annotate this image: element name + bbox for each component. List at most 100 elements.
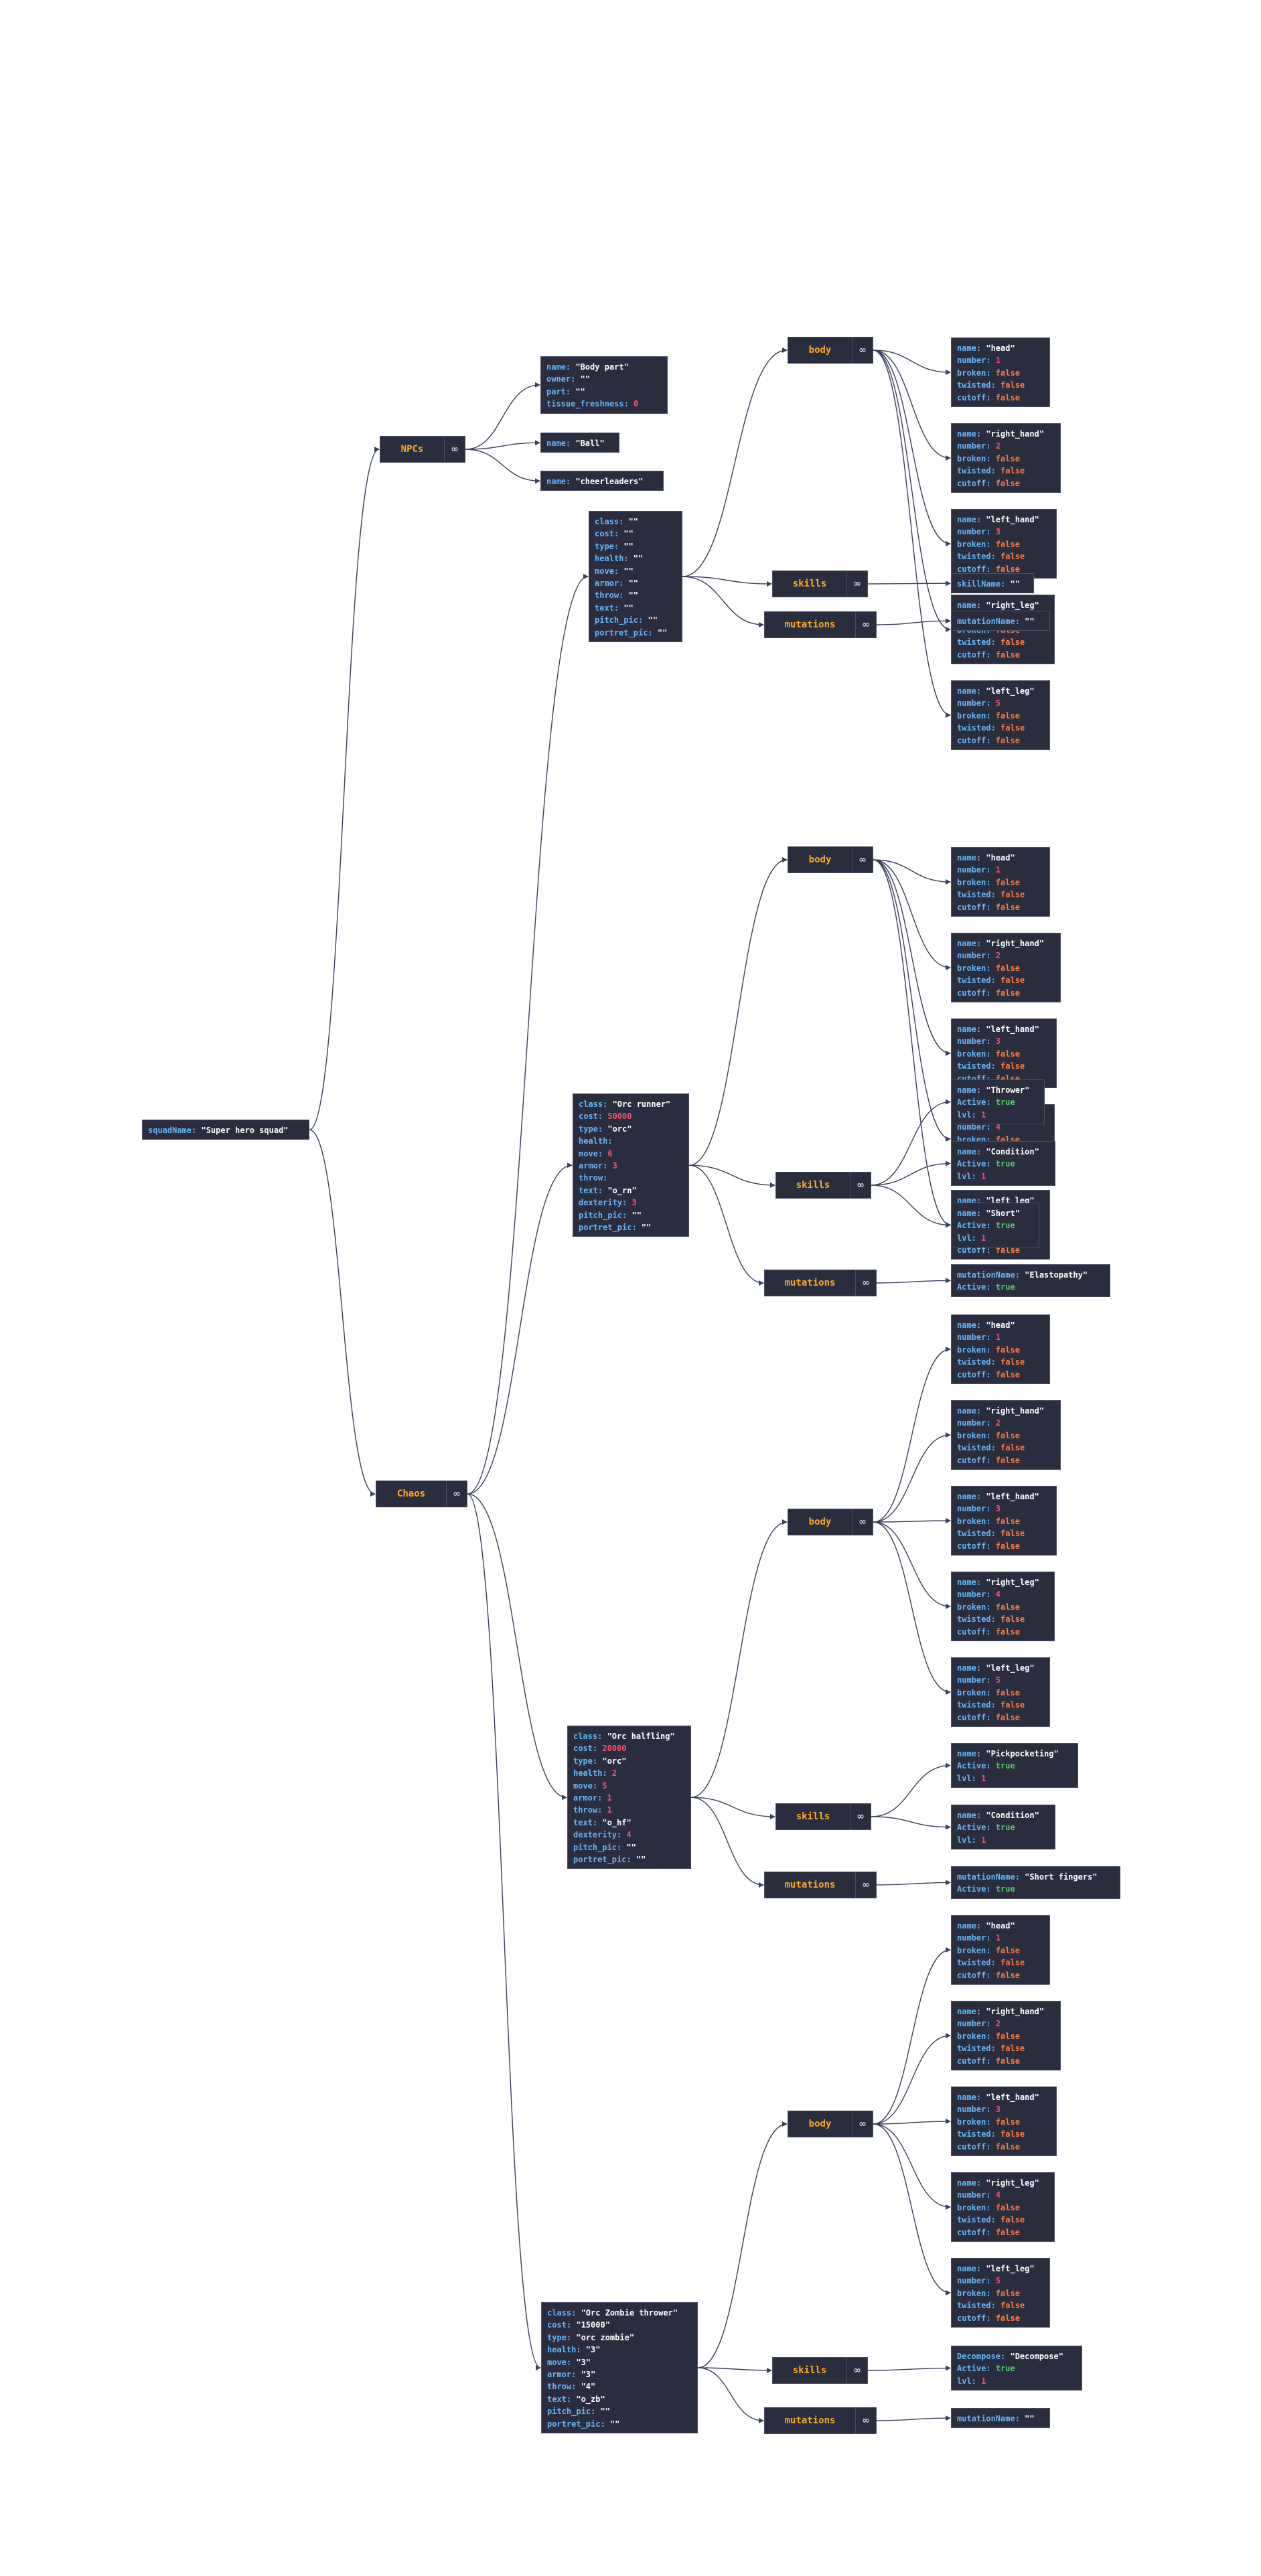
field-value: "head"	[986, 853, 1015, 862]
field-key: type:	[547, 2332, 577, 2342]
link-icon[interactable]: ∞	[852, 2111, 873, 2137]
field-key: cutoff:	[957, 1369, 996, 1379]
link-icon[interactable]: ∞	[444, 437, 465, 462]
link-icon[interactable]: ∞	[852, 337, 873, 363]
link-icon[interactable]: ∞	[846, 571, 867, 597]
field-value: 50000	[607, 1112, 632, 1122]
skills-group[interactable]: skills∞	[775, 1803, 871, 1830]
field-value: false	[995, 1455, 1020, 1465]
link-icon[interactable]: ∞	[850, 1804, 871, 1829]
field-number: number: 3	[957, 2103, 1051, 2115]
edge-mutation	[876, 2415, 951, 2421]
field-value: "Elastopathy"	[1025, 1270, 1088, 1280]
npc-item[interactable]: name: "cheerleaders"	[540, 471, 664, 491]
skills-group[interactable]: skills∞	[775, 1172, 871, 1199]
player-node[interactable]: class: ""cost: ""type: ""health: ""move:…	[589, 511, 682, 642]
field-key: broken:	[957, 963, 996, 973]
link-icon[interactable]: ∞	[855, 612, 876, 637]
field-cutoff: cutoff: false	[957, 2312, 1044, 2324]
edge-body-part	[873, 1518, 951, 1524]
edge-body-part	[873, 350, 951, 375]
edge-skill	[871, 1762, 951, 1817]
field-key: twisted:	[957, 466, 1001, 476]
field-key: name:	[957, 515, 986, 524]
field-broken: broken: false	[957, 1687, 1044, 1699]
field-value: false	[995, 453, 1020, 463]
npc-item[interactable]: name: "Body part"owner: ""part: ""tissue…	[540, 356, 668, 414]
field-key: text:	[547, 2394, 577, 2404]
npcs-group[interactable]: NPCs ∞	[380, 436, 465, 463]
mutations-group[interactable]: mutations∞	[764, 1872, 877, 1898]
body-group[interactable]: body∞	[788, 2111, 873, 2137]
field-broken: broken: false	[957, 1430, 1055, 1442]
field-key: mutationName:	[957, 1270, 1025, 1280]
root-node[interactable]: squadName: "Super hero squad"	[142, 1120, 309, 1140]
field-Active: Active: true	[957, 1883, 1114, 1895]
link-icon[interactable]: ∞	[855, 1270, 876, 1296]
field-key: name:	[957, 1578, 986, 1587]
field-key: twisted:	[957, 2301, 1001, 2311]
link-icon[interactable]: ∞	[852, 1509, 873, 1535]
player-node[interactable]: class: "Orc Zombie thrower"cost: "15000"…	[541, 2302, 698, 2433]
field-value: false	[995, 539, 1020, 549]
mutation-item[interactable]: mutationName: "Short fingers"Active: tru…	[951, 1866, 1120, 1899]
link-icon[interactable]: ∞	[850, 1172, 871, 1198]
group-label: NPCs	[400, 444, 424, 455]
skills-group[interactable]: skills∞	[772, 571, 868, 597]
link-icon[interactable]: ∞	[852, 847, 873, 873]
field-value: false	[995, 1970, 1020, 1980]
field-value: 1	[607, 1793, 612, 1803]
field-cutoff: cutoff: false	[957, 649, 1049, 661]
body-group[interactable]: body∞	[788, 846, 873, 873]
mutations-group[interactable]: mutations∞	[764, 2407, 877, 2434]
mutation-item[interactable]: mutationName: ""	[951, 611, 1050, 631]
edge-root-npcs	[309, 447, 380, 1130]
link-icon[interactable]: ∞	[855, 1872, 876, 1898]
body-group[interactable]: body∞	[788, 1509, 873, 1535]
npc-item[interactable]: name: "Ball"	[540, 433, 619, 453]
mutations-group[interactable]: mutations∞	[764, 611, 877, 638]
field-cutoff: cutoff: false	[957, 987, 1055, 999]
field-name: name: "left_leg"	[957, 2263, 1044, 2275]
body-group[interactable]: body∞	[788, 337, 873, 364]
skill-item[interactable]: skillName: ""	[951, 573, 1034, 594]
field-value: "orc zombie"	[576, 2332, 635, 2342]
mutations-group[interactable]: mutations∞	[764, 1270, 877, 1296]
link-icon[interactable]: ∞	[446, 1481, 467, 1507]
field-name: name: "right_hand"	[957, 1405, 1055, 1417]
field-value: 0	[634, 399, 639, 409]
link-icon[interactable]: ∞	[846, 2358, 867, 2383]
mutation-item[interactable]: mutationName: ""	[951, 2408, 1050, 2429]
field-key: cutoff:	[957, 902, 996, 912]
mutation-item[interactable]: mutationName: "Elastopathy"Active: true	[951, 1264, 1110, 1297]
field-value: true	[995, 1884, 1015, 1894]
skills-group[interactable]: skills∞	[772, 2357, 868, 2384]
chaos-group[interactable]: Chaos∞	[376, 1481, 467, 1507]
link-icon[interactable]: ∞	[855, 2408, 876, 2433]
